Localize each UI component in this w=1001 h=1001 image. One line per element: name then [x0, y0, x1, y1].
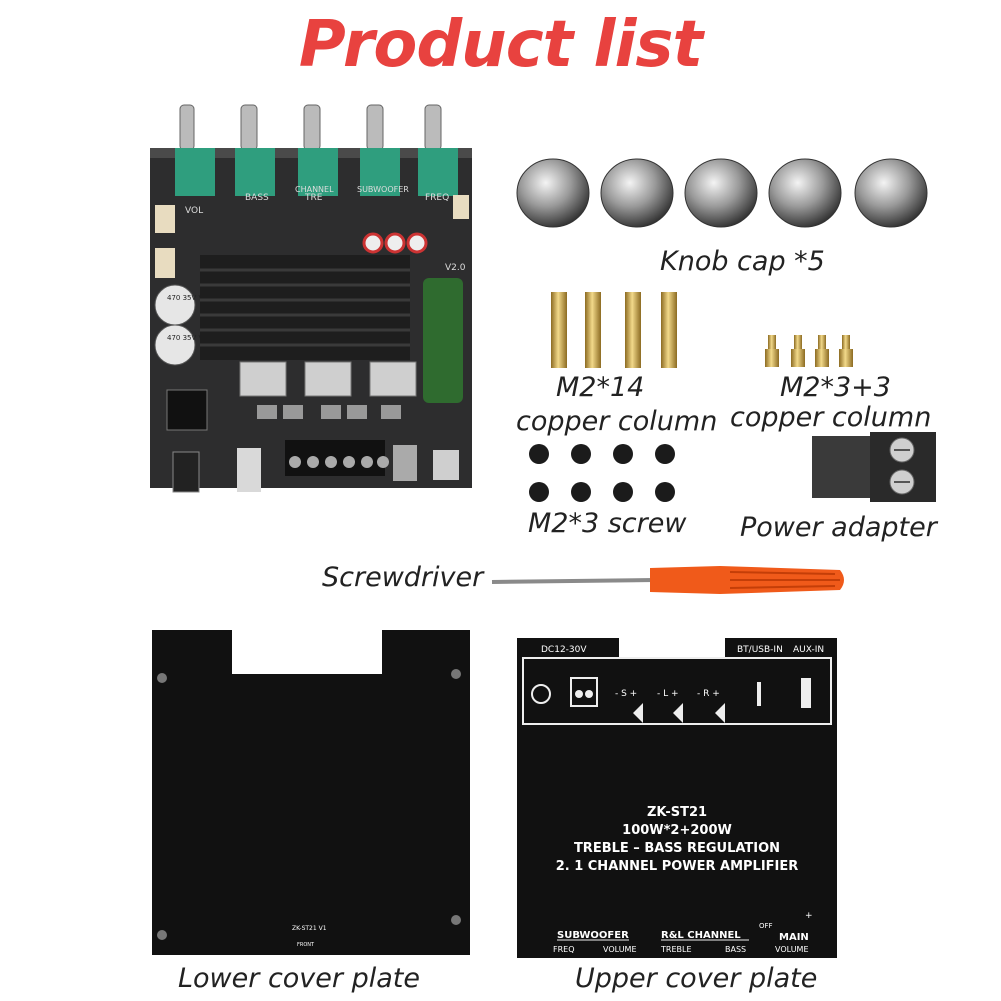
upper-plate-bass: BASS [725, 945, 746, 954]
pcb-label-bass: BASS [245, 193, 269, 203]
upper-plate-l: - L + [657, 689, 679, 699]
caption-knob-cap: Knob cap *5 [660, 246, 825, 277]
caption-upper-plate: Upper cover plate [575, 963, 818, 994]
upper-cover-plate-image: DC12-30V BT/USB-IN AUX-IN - S + - L + - … [517, 638, 837, 958]
pcb-label-channel: CHANNEL [295, 185, 334, 194]
pcb-label-subwoofer: SUBWOOFER [357, 185, 409, 194]
caption-m2-14-line2: copper column [516, 406, 718, 437]
lower-plate-front: FRONT [297, 942, 315, 948]
upper-plate-line4: 2. 1 CHANNEL POWER AMPLIFIER [556, 859, 799, 874]
pcb-board-image: VOL BASS TRE CHANNEL SUBWOOFER FREQ 470 … [150, 104, 472, 493]
upper-plate-rl: R&L CHANNEL [661, 930, 741, 941]
m2-3-screws-image [529, 444, 675, 502]
knob-caps-image [516, 158, 928, 228]
pcb-label-vol: VOL [185, 206, 203, 216]
upper-plate-line1: ZK-ST21 [647, 805, 707, 820]
upper-plate-subwoofer: SUBWOOFER [557, 930, 629, 941]
m2-14-columns-image [551, 292, 677, 368]
upper-plate-volume2: VOLUME [775, 945, 809, 954]
cap-label-2: 470 35V VT [167, 334, 208, 342]
upper-plate-btusb: BT/USB-IN [737, 645, 783, 655]
page-title: Product list [298, 8, 703, 82]
upper-plate-freq: FREQ [553, 945, 575, 954]
upper-plate-s: - S + [615, 689, 637, 699]
upper-plate-main: MAIN [779, 932, 809, 943]
caption-lower-plate: Lower cover plate [178, 963, 420, 994]
lower-plate-model: ZK-ST21 V1 [292, 925, 327, 932]
pcb-label-ver: V2.0 [445, 263, 466, 273]
upper-plate-off: OFF [759, 922, 773, 930]
caption-m2-33-line2: copper column [730, 402, 932, 433]
upper-plate-line2: 100W*2+200W [622, 823, 732, 838]
screwdriver-image [491, 566, 844, 594]
upper-plate-dc: DC12-30V [541, 645, 587, 655]
upper-plate-line3: TREBLE – BASS REGULATION [574, 841, 780, 856]
pcb-label-freq: FREQ [425, 193, 449, 203]
caption-screw: M2*3 screw [528, 508, 687, 539]
cap-label-1: 470 35V VT [167, 294, 208, 302]
caption-m2-33-line1: M2*3+3 [780, 372, 891, 403]
upper-plate-plus: + [805, 911, 813, 921]
m2-33-columns-image [765, 335, 853, 367]
upper-plate-treble: TREBLE [660, 945, 692, 954]
power-adapter-image [812, 432, 936, 502]
lower-cover-plate-image: ZK-ST21 V1 FRONT [152, 630, 470, 955]
upper-plate-aux: AUX-IN [793, 645, 824, 655]
upper-plate-volume1: VOLUME [603, 945, 637, 954]
caption-m2-14-line1: M2*14 [556, 372, 645, 403]
pcb-label-tre: TRE [304, 193, 323, 203]
caption-screwdriver: Screwdriver [322, 562, 484, 593]
upper-plate-r: - R + [697, 689, 720, 699]
caption-power-adapter: Power adapter [740, 512, 937, 543]
